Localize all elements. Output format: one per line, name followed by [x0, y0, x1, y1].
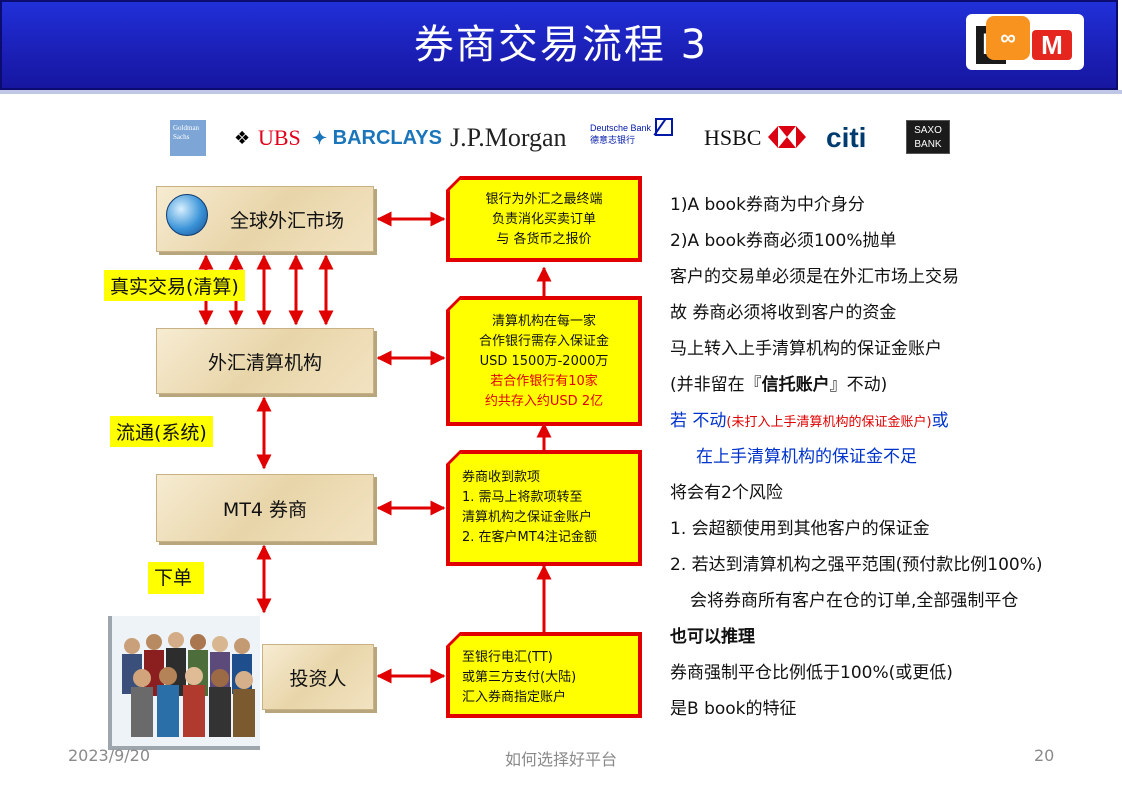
right-line-6: (并非留在『信托账户』不动) [670, 370, 887, 395]
mt4-broker-label: MT4 券商 [222, 498, 308, 521]
ubs-keys-icon: ❖ [234, 128, 251, 149]
note-wire-transfer: 至银行电汇(TT) 或第三方支付(大陆) 汇入券商指定账户 [448, 634, 640, 716]
note-3-line-2: 1. 需马上将款项转至 [462, 490, 583, 505]
citi-logo: citi [826, 122, 867, 153]
fx-clearing-box: 外汇清算机构 [156, 328, 374, 394]
note-2-line-2: 合作银行需存入保证金 [478, 334, 609, 349]
deutsche-bank-en: Deutsche Bank [590, 123, 652, 133]
trust-account-text: 信托账户 [761, 375, 830, 395]
jpmorgan-logo: J.P.Morgan [450, 123, 567, 152]
slide-title: 券商交易流程 3 [413, 22, 709, 68]
note-2-line-5: 约共存入约USD 2亿 [484, 394, 604, 409]
note-1-line-2: 负责消化买卖订单 [491, 212, 596, 227]
footer-date: 2023/9/20 [68, 746, 151, 765]
note-2-line-4: 若合作银行有10家 [490, 374, 598, 389]
note-4-line-3: 汇入券商指定账户 [462, 690, 567, 705]
barclays-text: BARCLAYS [332, 127, 442, 149]
global-fx-market-label: 全球外汇市场 [229, 209, 344, 232]
right-line-7: 若 不动(未打入上手清算机构的保证金账户)或 [670, 406, 949, 431]
hsbc-logo: HSBC [704, 125, 762, 150]
hsbc-hexagon-icon [768, 126, 806, 148]
footer-title: 如何选择好平台 [504, 750, 617, 769]
footer-page-number: 20 [1034, 746, 1055, 765]
note-1-line-3: 与 各货币之报价 [496, 232, 592, 247]
right-line-4: 故 券商必须将收到客户的资金 [670, 303, 897, 323]
barclays-logo: ✦ BARCLAYS [312, 124, 442, 152]
logo-letter-oo: ∞ [986, 16, 1030, 60]
label-real-trade: 真实交易(清算) [104, 270, 245, 301]
right-line-6a: (并非留在『 [670, 375, 762, 395]
goldman-sachs-logo: Goldman Sachs [170, 120, 206, 156]
deutsche-bank-logo: Deutsche Bank 德意志银行 [590, 122, 651, 146]
right-line-5: 马上转入上手清算机构的保证金账户 [670, 339, 942, 359]
right-line-7b: (未打入上手清算机构的保证金账户) [726, 415, 932, 430]
saxo-bank-logo: SAXO BANK [906, 120, 950, 154]
saxo-line-2: BANK [914, 139, 942, 150]
right-line-8: 在上手清算机构的保证金不足 [696, 447, 917, 467]
right-line-9: 将会有2个风险 [670, 483, 783, 503]
investor-label: 投资人 [289, 667, 347, 690]
investors-crowd-image [108, 616, 260, 750]
note-2-line-1: 清算机构在每一家 [491, 314, 596, 329]
right-line-7a: 若 不动 [670, 411, 727, 431]
note-3-line-3: 清算机构之保证金账户 [462, 510, 593, 525]
barclays-eagle-icon: ✦ [312, 128, 328, 148]
note-3-line-4: 2. 在客户MT4注记金额 [462, 530, 597, 545]
note-4-line-1: 至银行电汇(TT) [462, 650, 553, 665]
logo-letter-m: M [1032, 30, 1072, 60]
note-broker-funds: 券商收到款项 1. 需马上将款项转至 清算机构之保证金账户 2. 在客户MT4注… [448, 452, 640, 564]
right-line-12: 会将券商所有客户在仓的订单,全部强制平仓 [690, 591, 1019, 611]
right-line-10: 1. 会超额使用到其他客户的保证金 [670, 519, 930, 539]
mt4-broker-box: MT4 券商 [156, 474, 374, 542]
note-bank-terminal: 银行为外汇之最终端 负责消化买卖订单 与 各货币之报价 [448, 178, 640, 260]
label-circulation: 流通(系统) [110, 416, 213, 447]
label-place-order: 下单 [148, 562, 204, 594]
globe-icon [166, 194, 208, 236]
note-2-line-3: USD 1500万-2000万 [479, 354, 609, 369]
crowd-people-icon [122, 632, 255, 737]
saxo-line-1: SAXO [914, 125, 942, 136]
right-line-14: 券商强制平仓比例低于100%(或更低) [670, 663, 953, 683]
note-clearing-deposit: 清算机构在每一家 合作银行需存入保证金 USD 1500万-2000万 若合作银… [448, 298, 640, 424]
note-3-line-1: 券商收到款项 [462, 470, 541, 485]
right-line-11: 2. 若达到清算机构之强平范围(预付款比例100%) [670, 555, 1043, 575]
note-1-line-1: 银行为外汇之最终端 [485, 192, 603, 207]
right-line-13: 也可以推理 [670, 627, 755, 647]
right-line-1: 1)A book券商为中介身分 [670, 195, 865, 215]
right-line-15: 是B book的特征 [670, 699, 797, 719]
fx-clearing-label: 外汇清算机构 [207, 351, 322, 374]
right-line-6c: 』不动) [829, 375, 888, 395]
deutsche-bank-cn: 德意志银行 [590, 135, 636, 145]
investor-box: 投资人 [262, 644, 374, 710]
right-line-7c: 或 [931, 411, 949, 431]
title-bar [0, 0, 1118, 90]
title-bar-shadow [0, 90, 1122, 94]
note-4-line-2: 或第三方支付(大陆) [462, 670, 577, 685]
right-line-2: 2)A book券商必须100%抛单 [670, 231, 897, 251]
right-line-3: 客户的交易单必须是在外汇市场上交易 [670, 267, 959, 287]
ubs-logo: UBS [258, 125, 301, 150]
